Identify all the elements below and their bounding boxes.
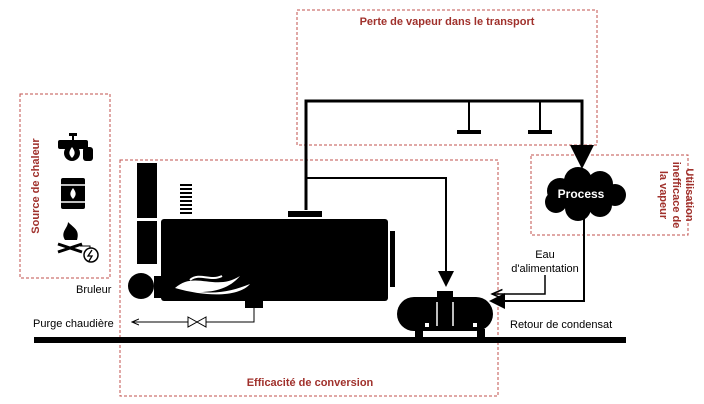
- process-label: Process: [558, 187, 605, 201]
- condensate-return-pipe: [489, 210, 585, 309]
- steam-trap: [528, 101, 552, 134]
- blowdown-label: Purge chaudière: [33, 318, 114, 330]
- steam-trap: [457, 101, 481, 134]
- burner: [128, 273, 154, 299]
- floor-line: [34, 337, 626, 343]
- burner-label: Bruleur: [76, 284, 112, 296]
- blowdown-pipe: [132, 308, 255, 322]
- boiler: [137, 163, 395, 308]
- heat-source-title: Source de chaleur: [30, 138, 42, 234]
- vent-grille: [180, 184, 192, 214]
- feed-tank: [397, 291, 493, 337]
- feedwater-label-line2: d'alimentation: [511, 263, 579, 275]
- inefficient-use-box: [530, 154, 689, 236]
- valve-icon: [187, 316, 207, 328]
- oil-barrel-icon: [61, 178, 85, 209]
- water-tap-icon: [58, 133, 93, 161]
- svg-text:inefficace de: inefficace de: [670, 162, 682, 229]
- feedwater-pipe: [492, 275, 546, 294]
- flame-icon: [175, 275, 250, 295]
- heat-source-box: [19, 93, 111, 279]
- fire-electric-icon: [57, 222, 99, 263]
- transport-loss-title: Perte de vapeur dans le transport: [360, 16, 535, 28]
- steam-main-pipe: [304, 99, 594, 210]
- inefficient-use-title: Utilisation inefficace de la vapeur: [657, 162, 695, 229]
- process-cloud: [545, 167, 626, 221]
- transport-loss-box: [296, 9, 598, 146]
- condensate-return-label: Retour de condensat: [510, 319, 612, 331]
- boiler-feed-pipe: [306, 177, 454, 287]
- conversion-efficiency-box: [119, 159, 499, 397]
- svg-text:Utilisation: Utilisation: [683, 168, 695, 221]
- svg-text:la vapeur: la vapeur: [657, 171, 669, 220]
- feedwater-label-line1: Eau: [535, 249, 555, 261]
- conversion-efficiency-title: Efficacité de conversion: [247, 377, 374, 389]
